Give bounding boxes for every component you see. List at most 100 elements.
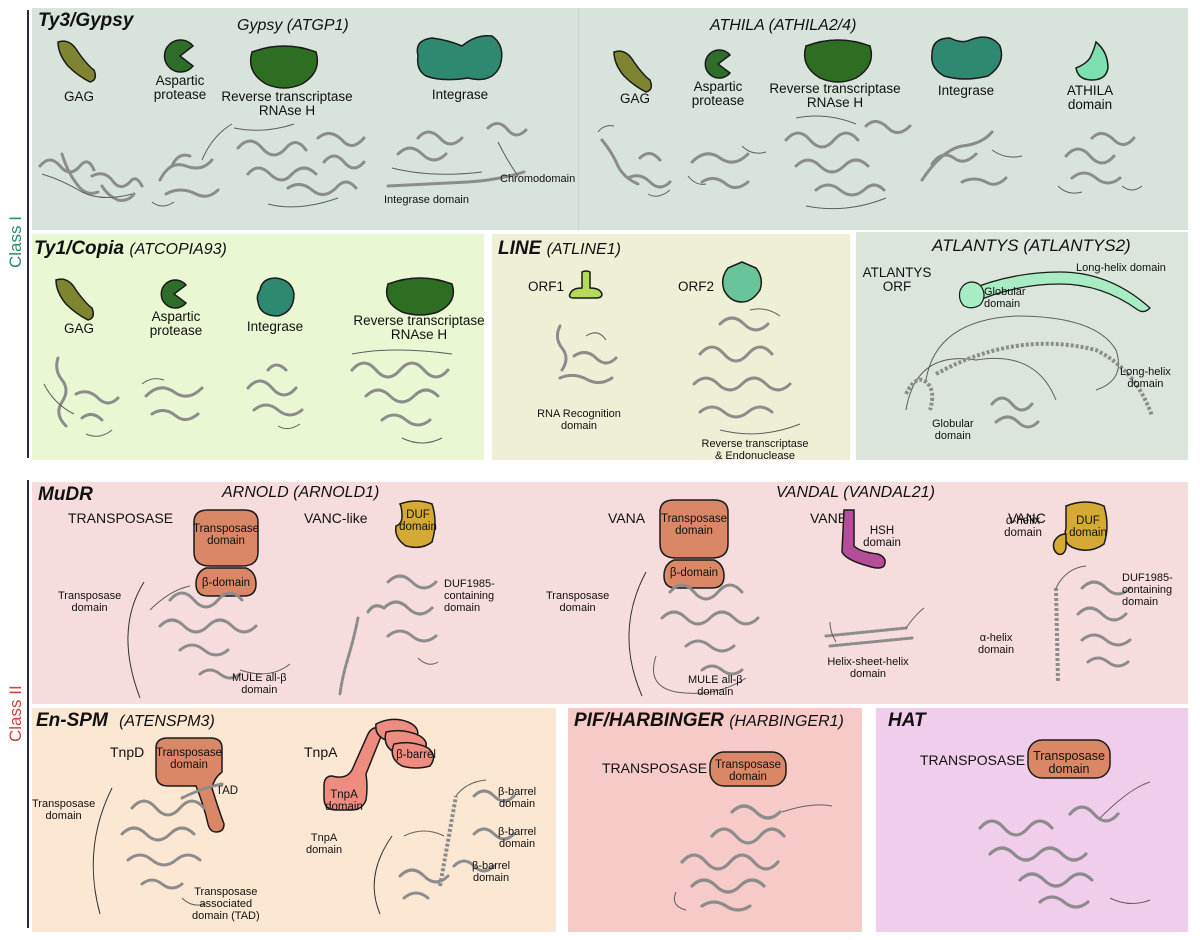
en-spm-panel: En-SPM (ATENSPM3) TnpD Transposase domai… [32,708,556,932]
athila-integrase-label: Integrase [937,83,995,98]
arnold-icon-beta-text: β-domain [201,577,251,589]
hat-transposase-label: TRANSPOSASE [920,752,1026,768]
vandal-duf-annotation: DUF1985- containing domain [1122,572,1173,609]
pif-transposase-label: TRANSPOSASE [602,760,708,776]
vandal-transposase-annotation: Transposase domain [546,590,610,615]
class-ii-label: Class II [6,685,25,742]
copia-title: Ty1/Copia (ATCOPIA93) [34,238,227,259]
gypsy-subtitle: Gypsy (ATGP1) [237,17,349,34]
globular-domain-icon [958,281,985,309]
enspm-bb2-annotation: β-barrel domain [498,826,537,851]
vandal-subtitle: VANDAL (VANDAL21) [776,484,935,501]
athila-domain-label: ATHILA domain [1066,83,1114,113]
pif-title: PIF/HARBINGER (HARBINGER1) [574,710,844,731]
arnold-vanc-like-label: VANC-like [304,510,368,526]
athila-rt-label: Reverse transcriptase RNAse H [769,81,901,111]
vandal-icon-beta-text: β-domain [669,567,719,579]
gypsy-gag-label: GAG [63,89,94,104]
gypsy-chromodomain-label: Chromodomain [500,173,576,185]
enspm-icon-tad-text: TAD [215,785,239,797]
enspm-icon-transposase-text: Transposase domain [155,747,223,771]
mudr-family-title: MuDR [38,484,93,505]
gypsy-rt-structure [233,123,366,208]
copia-protease-label: Aspartic protease [149,309,203,339]
atlantys-globular-icon-label: Globular domain [984,286,1026,311]
orf2-icon [721,261,763,303]
copia-gag-label: GAG [63,321,94,336]
aspartic-protease-icon [704,49,732,79]
vandal-icon-duf-text: DUF domain [1069,515,1107,539]
copia-integrase-structure [246,363,304,430]
hat-panel: HAT TRANSPOSASE Transposase domain [876,708,1188,932]
atlantys-panel: ATLANTYS (ATLANTYS2) ATLANTYS ORF Long-h… [856,232,1188,460]
vandal-mule-annotation: MULE all-β domain [688,674,743,699]
athila-subtitle: ATHILA (ATHILA2/4) [710,17,857,34]
copia-integrase-label: Integrase [246,319,304,334]
alpha-helix-duf-icon [1052,501,1108,556]
gypsy-protease-label: Aspartic protease [153,73,207,103]
atlantys-globular-annotation: Globular domain [932,418,974,443]
vandal-icon-transposase-text: Transposase domain [660,513,728,537]
athila-gag-label: GAG [619,91,650,106]
reverse-transcriptase-icon [249,45,319,89]
gypsy-integrase-label: Integrase [431,87,489,102]
enspm-tnpa-annotation: TnpA domain [306,832,343,857]
arnold-transposase-annotation: Transposase domain [58,590,122,615]
ty1-copia-panel: Ty1/Copia (ATCOPIA93) GAG Aspartic prote… [32,234,485,460]
athila-protease-label: Aspartic protease [691,79,745,109]
orf1-structure [555,324,618,385]
enspm-bb3-annotation: β-barrel domain [472,860,511,885]
tnpa-bbarrel-icon [323,718,435,811]
vandal-hsh-annotation: Helix-sheet-helix domain [827,656,909,681]
orf1-icon [568,270,603,299]
integrase-icon [931,36,1003,80]
vandal-hsh-structure [824,607,925,648]
copia-rt-structure [350,349,453,444]
athila-protease-structure [687,145,767,189]
hsh-domain-icon [841,509,886,569]
athila-gag-structure [597,125,672,197]
arnold-duf-annotation: DUF1985- containing domain [444,578,495,615]
enspm-icon-bbarrel-text: β-barrel [396,749,436,761]
arnold-transposase-structure [127,581,291,699]
rt-endonuclease-label: Reverse transcriptase & Endonuclease [701,438,809,463]
arnold-icon-transposase-text: Transposase domain [192,523,260,547]
copia-rt-label: Reverse transcriptase RNAse H [353,313,485,343]
arnold-duf-structure [338,574,439,696]
duf-domain-icon [394,500,436,549]
transposase-domain-icon [709,751,787,787]
enspm-tad-annotation: Transposase associated domain (TAD) [192,886,260,923]
gypsy-integrase-domain-label: Integrase domain [384,194,469,206]
vandal-icon-alpha-text: α-helix domain [1004,515,1042,539]
vandal-vanc-structure [1054,565,1132,683]
hat-icon-transposase-text: Transposase domain [1033,749,1105,776]
class-i-label: Class I [6,216,25,268]
athila-integrase-structure [920,130,1023,186]
ty3-divider [578,8,579,230]
arnold-transposase-label: TRANSPOSASE [68,510,174,526]
pif-harbinger-panel: PIF/HARBINGER (HARBINGER1) TRANSPOSASE T… [568,708,862,932]
vandal-alpha-annotation: α-helix domain [978,632,1015,657]
line-panel: LINE (ATLINE1) ORF1 ORF2 RNA Recognition… [492,234,850,463]
orf2-structure [692,308,801,435]
orf1-label: ORF1 [527,279,564,294]
hat-title: HAT [888,710,926,731]
gypsy-rt-label: Reverse transcriptase RNAse H [221,89,353,119]
vandal-vanc-label: VANC [1008,510,1046,526]
class-i-bar [27,10,29,458]
integrase-icon [416,34,503,81]
copia-gag-structure [43,356,120,437]
aspartic-protease-icon [160,279,188,309]
tnpd-label: TnpD [110,744,145,760]
orf2-label: ORF2 [677,279,714,294]
transposase-domain-icon [193,509,259,597]
vandal-icon-hsh-text: HSH domain [863,525,901,549]
athila-domain-icon [1075,40,1109,81]
copia-protease-structure [141,378,204,421]
atlantys-title: ATLANTYS (ATLANTYS2) [932,236,1131,255]
athila-domain-structure [1057,132,1143,194]
gag-icon [57,40,97,83]
athila-rt-structure [784,115,912,210]
enspm-title: En-SPM (ATENSPM3) [36,710,215,731]
vandal-vana-label: VANA [608,510,646,526]
